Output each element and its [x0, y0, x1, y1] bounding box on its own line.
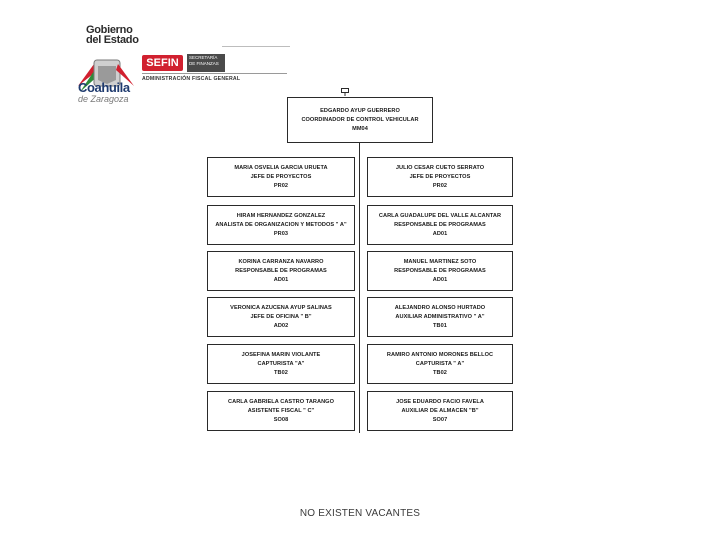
gobierno-wordmark: Gobierno del Estado — [86, 24, 139, 46]
node-code: AD01 — [273, 276, 289, 283]
node-title: ASISTENTE FISCAL " C" — [247, 407, 315, 414]
node-code: TB02 — [274, 369, 288, 376]
node-code: PR03 — [273, 230, 289, 237]
node-title: RESPONSABLE DE PROGRAMAS — [235, 267, 327, 274]
org-node-left-4: VERONICA AZUCENA AYUP SALINAS JEFE DE OF… — [207, 297, 355, 337]
coahuila-wordmark: Coahuila — [78, 80, 130, 95]
node-title: JEFE DE OFICINA " B" — [250, 313, 312, 320]
node-code: PR02 — [432, 182, 448, 189]
state-shield-icon — [78, 59, 134, 92]
org-node-left-5: JOSEFINA MARIN VIOLANTE CAPTURISTA "A" T… — [207, 344, 355, 384]
node-title: RESPONSABLE DE PROGRAMAS — [394, 267, 486, 274]
node-code: SO07 — [432, 416, 448, 423]
node-name: KORINA CARRANZA NAVARRO — [238, 258, 324, 265]
node-title: AUXILIAR ADMINISTRATIVO " A" — [395, 313, 485, 320]
node-title: JEFE DE PROYECTOS — [409, 173, 471, 180]
node-title: ANALISTA DE ORGANIZACION Y METODOS " A" — [215, 221, 347, 228]
org-node-root: EDGARDO AYUP GUERRERO COORDINADOR DE CON… — [287, 97, 433, 143]
node-code: MM04 — [352, 125, 368, 132]
org-node-right-5: RAMIRO ANTONIO MORONES BELLOC CAPTURISTA… — [367, 344, 513, 384]
gobierno-line1: Gobierno — [86, 24, 133, 36]
org-node-right-2: CARLA GUADALUPE DEL VALLE ALCANTAR RESPO… — [367, 205, 513, 245]
node-title: CAPTURISTA " A" — [415, 360, 465, 367]
node-code: TB01 — [433, 322, 447, 329]
node-title: COORDINADOR DE CONTROL VEHICULAR — [301, 116, 419, 123]
node-name: JULIO CESAR CUETO SERRATO — [395, 164, 485, 171]
org-node-right-1: JULIO CESAR CUETO SERRATO JEFE DE PROYEC… — [367, 157, 513, 197]
org-node-left-3: KORINA CARRANZA NAVARRO RESPONSABLE DE P… — [207, 251, 355, 291]
org-node-right-4: ALEJANDRO ALONSO HURTADO AUXILIAR ADMINI… — [367, 297, 513, 337]
zaragoza-wordmark: de Zaragoza — [78, 94, 129, 104]
node-code: PR02 — [273, 182, 289, 189]
node-name: JOSEFINA MARIN VIOLANTE — [241, 351, 321, 358]
trunk-line — [359, 143, 360, 433]
node-title: RESPONSABLE DE PROGRAMAS — [394, 221, 486, 228]
org-node-right-3: MANUEL MARTINEZ SOTO RESPONSABLE DE PROG… — [367, 251, 513, 291]
node-marker-icon — [341, 88, 349, 96]
node-code: AD01 — [432, 230, 448, 237]
node-title: JEFE DE PROYECTOS — [250, 173, 312, 180]
org-node-left-6: CARLA GABRIELA CASTRO TARANGO ASISTENTE … — [207, 391, 355, 431]
org-node-right-6: JOSE EDUARDO FACIO FAVELA AUXILIAR DE AL… — [367, 391, 513, 431]
sefin-badge: SEFIN — [142, 55, 183, 71]
node-code: SO08 — [273, 416, 289, 423]
node-name: HIRAM HERNANDEZ GONZALEZ — [236, 212, 326, 219]
node-name: MARIA OSVELIA GARCIA URUETA — [234, 164, 328, 171]
node-code: AD02 — [273, 322, 289, 329]
node-name: CARLA GUADALUPE DEL VALLE ALCANTAR — [378, 212, 502, 219]
org-node-left-1: MARIA OSVELIA GARCIA URUETA JEFE DE PROY… — [207, 157, 355, 197]
government-logo: Gobierno del Estado Coahuila de Zaragoza… — [66, 22, 291, 106]
header-rule — [142, 73, 287, 74]
header-rule-extension — [222, 46, 290, 47]
gobierno-line2: del Estado — [86, 34, 139, 46]
node-name: EDGARDO AYUP GUERRERO — [320, 107, 400, 114]
node-code: TB02 — [433, 369, 447, 376]
node-name: VERONICA AZUCENA AYUP SALINAS — [230, 304, 332, 311]
vacancies-note: NO EXISTEN VACANTES — [299, 508, 421, 519]
node-name: RAMIRO ANTONIO MORONES BELLOC — [386, 351, 494, 358]
node-name: CARLA GABRIELA CASTRO TARANGO — [228, 398, 334, 405]
node-name: MANUEL MARTINEZ SOTO — [403, 258, 477, 265]
admin-fiscal-label: ADMINISTRACIÓN FISCAL GENERAL — [142, 76, 241, 82]
node-title: CAPTURISTA "A" — [257, 360, 305, 367]
node-title: AUXILIAR DE ALMACEN "B" — [401, 407, 479, 414]
node-name: JOSE EDUARDO FACIO FAVELA — [396, 398, 484, 405]
org-node-left-2: HIRAM HERNANDEZ GONZALEZ ANALISTA DE ORG… — [207, 205, 355, 245]
node-code: AD01 — [432, 276, 448, 283]
sefin-subtitle: Secretaría de Finanzas — [187, 54, 225, 72]
node-name: ALEJANDRO ALONSO HURTADO — [394, 304, 486, 311]
